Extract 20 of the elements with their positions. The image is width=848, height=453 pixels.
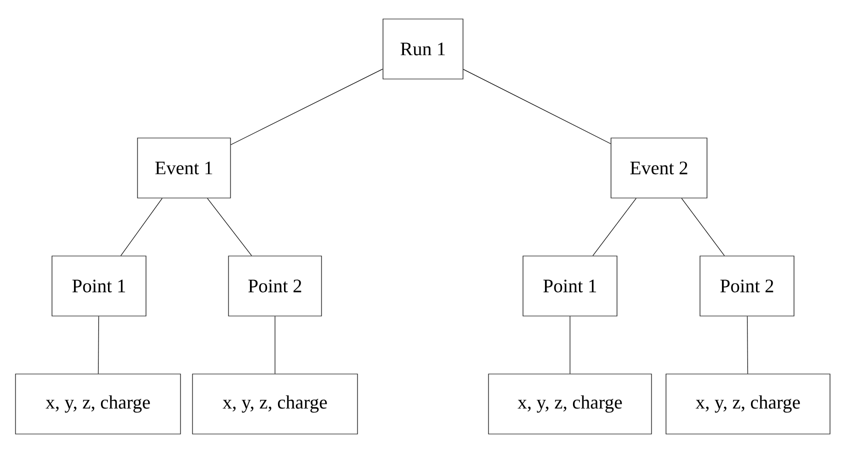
tree-box: Point 1 <box>522 256 618 316</box>
tree-box: x, y, z, charge <box>192 374 358 434</box>
connector-line <box>746 316 748 374</box>
tree-box: Event 2 <box>610 138 708 198</box>
tree-box: Point 2 <box>700 256 794 316</box>
tree-box: x, y, z, charge <box>15 374 181 434</box>
connector-line <box>463 69 611 144</box>
connector-line <box>120 198 162 256</box>
connector-line <box>98 316 100 374</box>
connector-line <box>274 316 276 374</box>
tree-box: Run 1 <box>382 18 464 80</box>
connector-line <box>230 68 383 146</box>
connector-line <box>592 198 636 256</box>
tree-box: Point 2 <box>228 256 322 316</box>
tree-box: Point 1 <box>52 256 146 316</box>
connector-line <box>681 198 725 256</box>
tree-box: x, y, z, charge <box>488 374 652 434</box>
tree-box: x, y, z, charge <box>666 374 830 434</box>
connector-line <box>207 198 252 256</box>
tree-box: Event 1 <box>137 138 231 198</box>
